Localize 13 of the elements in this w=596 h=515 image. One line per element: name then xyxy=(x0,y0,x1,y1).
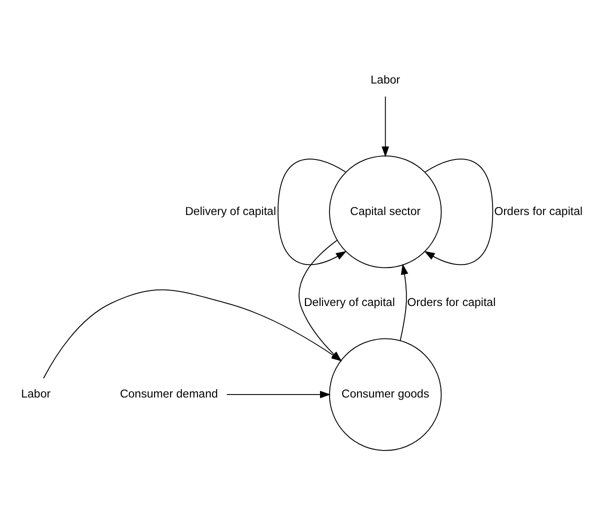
node-circle: Capital sector xyxy=(329,155,442,268)
edge-label: Delivery of capital xyxy=(185,206,276,218)
node-text: Consumer demand xyxy=(120,388,218,401)
arrow xyxy=(400,264,408,341)
arrow xyxy=(226,390,331,398)
edge-label: Orders for capital xyxy=(494,206,583,218)
edge-label: Delivery of capital xyxy=(304,297,395,310)
arrow xyxy=(424,158,494,266)
arrow xyxy=(382,96,390,158)
node-text: Labor xyxy=(370,74,400,87)
edge-label: Orders for capital xyxy=(407,297,496,310)
node-text: Labor xyxy=(21,388,51,401)
arrow xyxy=(278,158,347,266)
